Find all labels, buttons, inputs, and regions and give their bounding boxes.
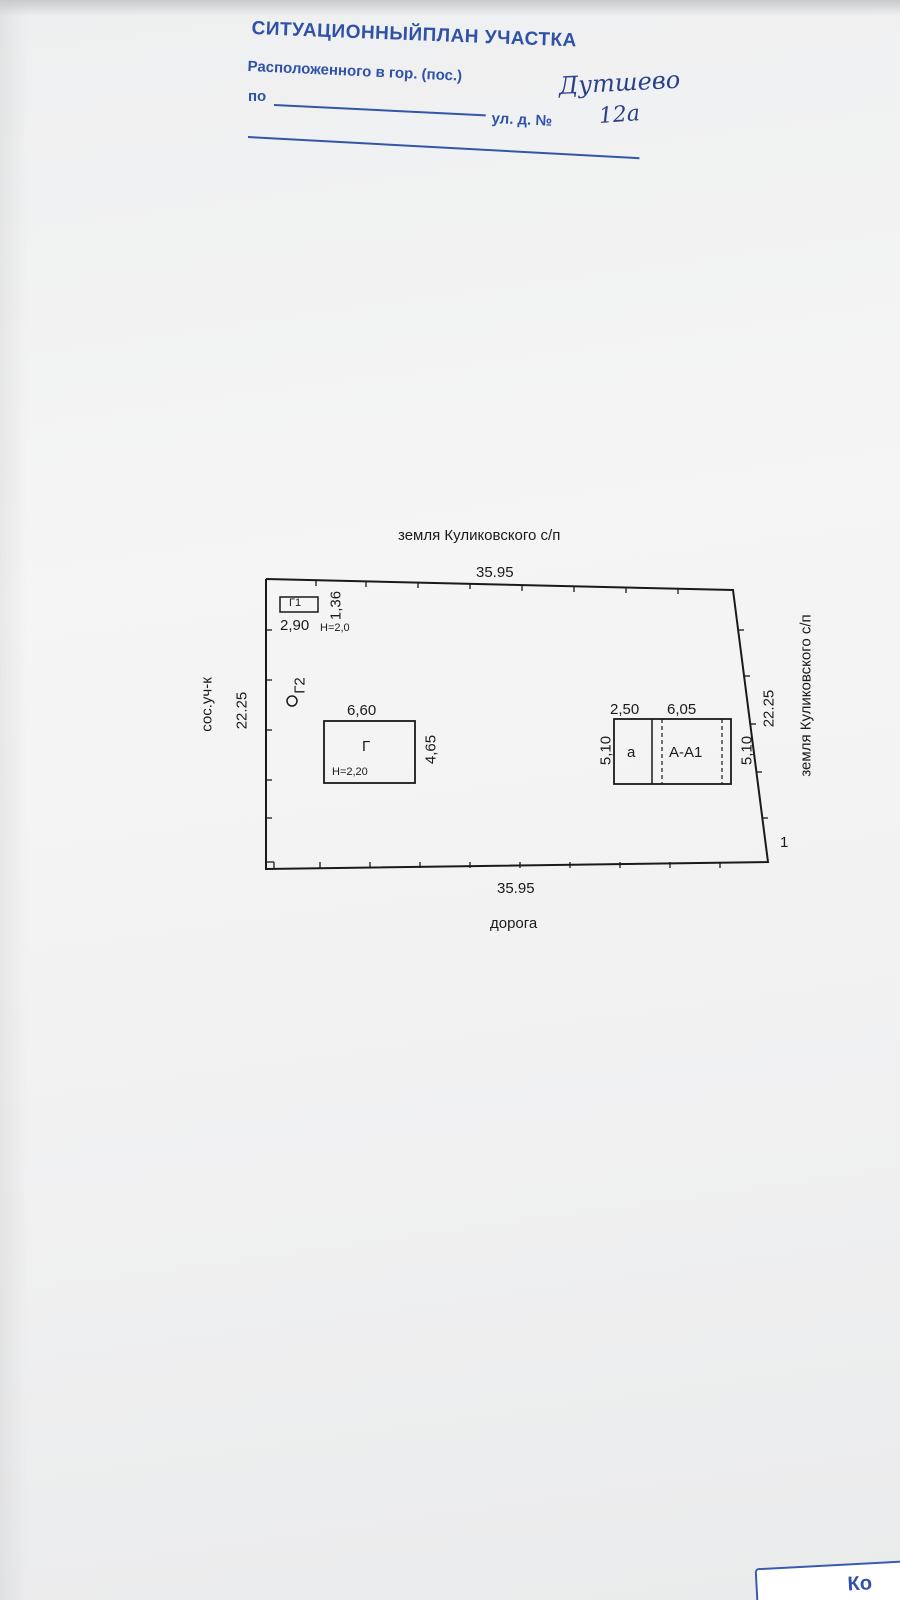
road-label: дорога bbox=[490, 915, 538, 932]
top-length-label: 35.95 bbox=[476, 564, 514, 581]
house-length: 6,05 bbox=[667, 701, 697, 718]
house-width: 5,10 bbox=[738, 735, 756, 766]
west-neighbor-label: сос.уч-к bbox=[198, 677, 216, 732]
bottom-length-label: 35.95 bbox=[497, 880, 535, 897]
corner-point-label: 1 bbox=[780, 834, 789, 851]
g-height: Н=2,20 bbox=[332, 766, 368, 778]
house-name: А-А1 bbox=[669, 744, 703, 761]
paper-top-edge bbox=[0, 0, 900, 16]
g1-width: 1,36 bbox=[327, 590, 345, 621]
g-name: Г bbox=[362, 738, 371, 755]
boundary-ticks bbox=[266, 580, 768, 869]
porch-width: 5,10 bbox=[597, 735, 615, 766]
corner-card-text: Ко bbox=[847, 1572, 873, 1596]
g2-name: Г2 bbox=[291, 677, 309, 694]
g-width: 4,65 bbox=[422, 734, 440, 765]
left-width-label: 22.25 bbox=[233, 691, 251, 730]
g1-name: Г1 bbox=[289, 597, 302, 609]
g1-length: 2,90 bbox=[280, 617, 310, 634]
garage-g bbox=[323, 720, 416, 784]
house-block bbox=[613, 718, 732, 785]
north-neighbor-label: земля Куликовского с/п bbox=[398, 527, 561, 544]
g1-height: Н=2,0 bbox=[320, 622, 350, 634]
east-neighbor-label: земля Куликовского с/п bbox=[797, 614, 815, 777]
porch-length: 2,50 bbox=[610, 701, 640, 718]
g-length: 6,60 bbox=[347, 702, 377, 719]
porch-name: а bbox=[627, 744, 636, 761]
po-label: по bbox=[248, 88, 267, 105]
plot-boundary bbox=[265, 578, 770, 871]
paper-fold-shadow bbox=[0, 0, 28, 1600]
right-width-label: 22.25 bbox=[760, 689, 778, 728]
well-g2 bbox=[286, 695, 298, 707]
outbuilding-g1 bbox=[279, 596, 319, 613]
